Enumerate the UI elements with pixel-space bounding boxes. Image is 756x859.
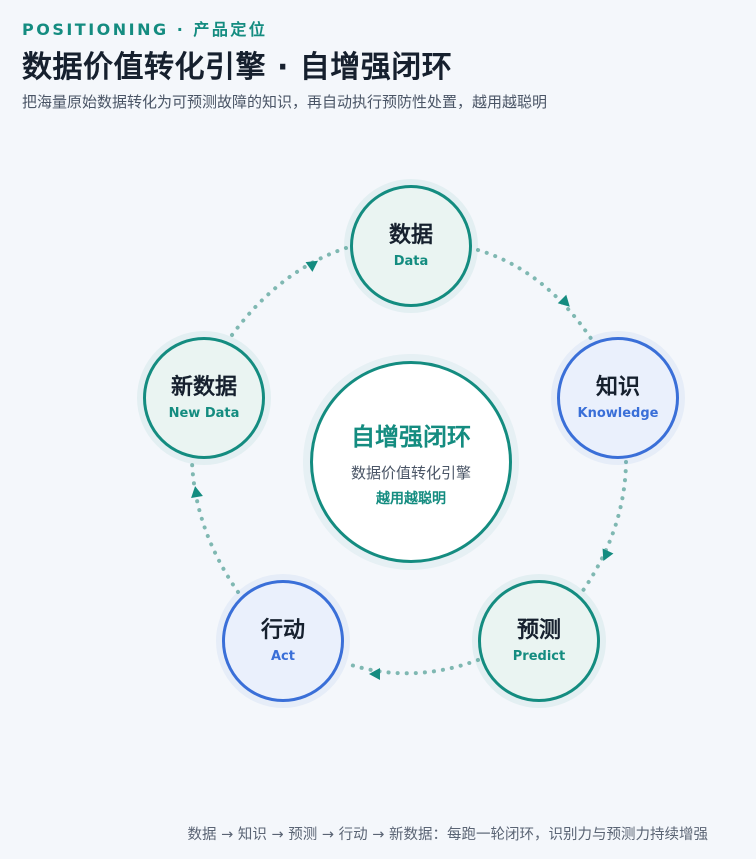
- connector-newdata-to-data: [230, 246, 348, 337]
- cycle-center-hub: 自增强闭环 数据价值转化引擎 越用越聪明: [310, 361, 512, 563]
- page-subtitle: 把海量原始数据转化为可预测故障的知识，再自动执行预防性处置，越用越聪明: [22, 93, 548, 111]
- node-label-en: New Data: [168, 405, 240, 421]
- center-tagline: 越用越聪明: [376, 490, 446, 507]
- connector-predict-to-act: [343, 658, 480, 676]
- arrowhead-act-newdata: [191, 486, 203, 499]
- page-title: 数据价值转化引擎 · 自增强闭环: [22, 50, 453, 85]
- footer-summary: 数据 → 知识 → 预测 → 行动 → 新数据：每跑一轮闭环，识别力与预测力持续…: [187, 827, 708, 843]
- center-title: 自增强闭环: [351, 422, 471, 451]
- cycle-node-data: 数据 Data: [350, 185, 472, 307]
- arrowhead-newdata-data: [305, 260, 319, 272]
- connector-act-to-newdata: [190, 460, 240, 594]
- node-label-en: Act: [271, 648, 295, 664]
- cycle-node-knowledge: 知识 Knowledge: [557, 337, 679, 459]
- node-label-zh: 新数据: [170, 375, 237, 401]
- cycle-node-act: 行动 Act: [222, 580, 344, 702]
- arrowhead-knowledge-predict: [602, 548, 614, 561]
- node-label-zh: 知识: [595, 375, 640, 401]
- connector-data-to-knowledge: [476, 248, 594, 342]
- section-eyebrow: POSITIONING · 产品定位: [22, 20, 268, 39]
- node-label-zh: 预测: [516, 618, 561, 644]
- node-label-en: Predict: [512, 648, 566, 664]
- node-label-zh: 数据: [388, 223, 433, 249]
- node-label-en: Data: [393, 253, 429, 269]
- node-label-en: Knowledge: [577, 405, 659, 421]
- connector-knowledge-to-predict: [580, 460, 628, 594]
- arrowhead-data-knowledge: [557, 294, 570, 307]
- cycle-node-new-data: 新数据 New Data: [143, 337, 265, 459]
- node-label-zh: 行动: [260, 618, 305, 644]
- cycle-node-predict: 预测 Predict: [478, 580, 600, 702]
- arrowhead-predict-act: [369, 668, 380, 680]
- center-caption: 数据价值转化引擎: [350, 463, 471, 482]
